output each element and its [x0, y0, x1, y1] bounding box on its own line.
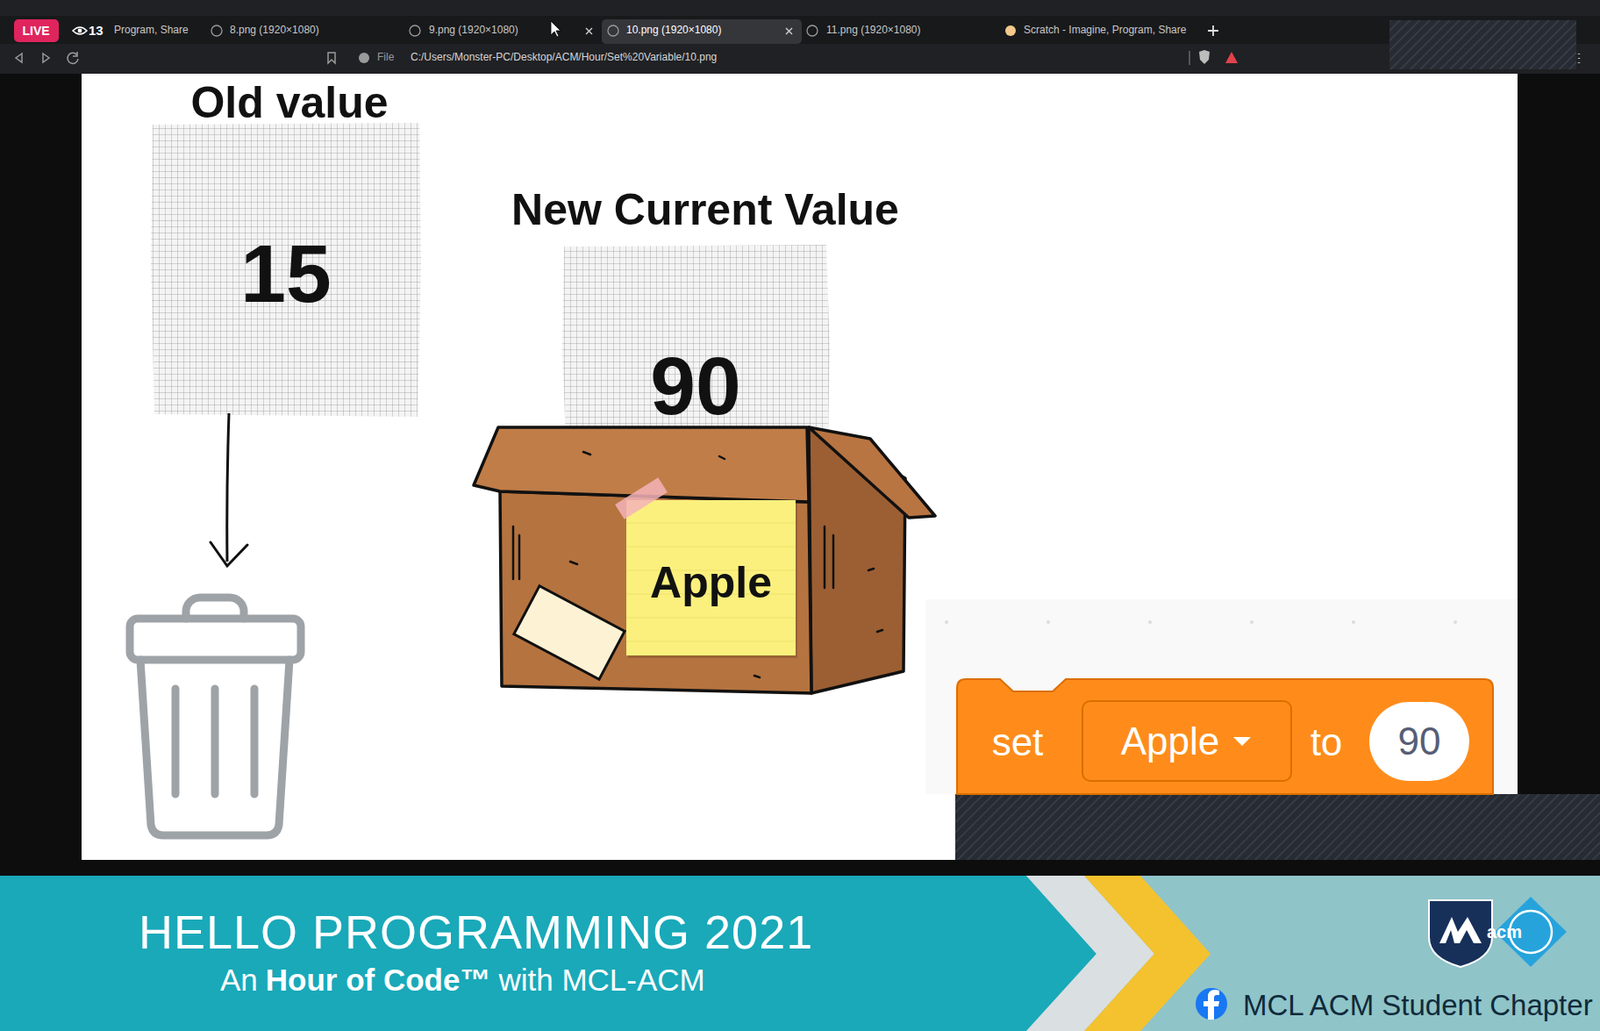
mcl-shield-logo	[1428, 900, 1493, 967]
new-value-paper: New Current Value90	[456, 175, 957, 430]
trash-can	[129, 597, 301, 836]
dropdown-caret	[1231, 735, 1253, 748]
url-scheme: File	[377, 51, 394, 65]
slide	[81, 73, 1518, 860]
block-keyword: set	[969, 720, 1066, 765]
new-tab-plus	[1207, 25, 1219, 36]
scratch-tab-icon	[1005, 25, 1016, 36]
facebook-icon	[1195, 987, 1228, 1020]
subtitle-text: with MCL-ACM	[498, 962, 705, 998]
set-variable-block: set to Apple 90	[957, 678, 1493, 794]
menu-icon	[1578, 53, 1581, 64]
tab-title: Scratch - Imagine, Program, Share	[1023, 24, 1186, 37]
reward-icon	[1225, 51, 1238, 64]
subtitle-emphasis: Hour of Code™	[265, 962, 492, 998]
value-number: 15	[131, 227, 441, 322]
viewer-count: 13	[88, 22, 104, 38]
dropdown-value: Apple	[1121, 719, 1221, 764]
tab-strip	[0, 15, 1600, 44]
box-label	[514, 585, 625, 679]
hatch-overlay	[955, 793, 1600, 860]
url-path: C:/Users/Monster-PC/Desktop/ACM/Hour/Set…	[410, 51, 717, 65]
divider	[1189, 50, 1191, 65]
tab-icons	[211, 25, 818, 36]
tape	[626, 500, 628, 501]
mouse-cursor	[550, 21, 561, 37]
subtitle-text: An	[220, 962, 258, 998]
scratch-workspace	[925, 599, 1518, 794]
live-text: LIVE	[14, 23, 59, 38]
cardboard-box	[473, 427, 936, 693]
variable-dropdown: Apple	[1081, 700, 1293, 782]
tab-title: 9.png (1920×1080)	[428, 24, 519, 37]
block-keyword: to	[1295, 720, 1358, 765]
brave-icon	[1199, 50, 1210, 65]
heading: New Current Value	[456, 185, 955, 236]
chapter-name: MCL ACM Student Chapter	[1242, 988, 1593, 1022]
old-value-paper: Old value 15	[131, 63, 448, 419]
heading: Old value	[131, 78, 448, 129]
sticky-note: Apple	[626, 500, 796, 656]
banner-band	[0, 875, 1097, 1031]
browser-bar	[0, 0, 1600, 74]
live-badge	[14, 19, 59, 43]
info-icon	[358, 52, 370, 64]
tab-title: Program, Share	[114, 24, 189, 37]
banner	[0, 875, 1600, 1031]
discard-arrow	[227, 413, 229, 562]
eye-icon	[72, 27, 87, 35]
variable-name: Apple	[626, 557, 796, 609]
workspace-dots	[944, 620, 1458, 624]
active-tab	[601, 19, 802, 44]
logo-text: acm	[1478, 921, 1531, 943]
arrow-head	[210, 542, 248, 566]
hatch-overlay	[1389, 20, 1577, 70]
tab-title: 10.png (1920×1080)	[626, 24, 722, 37]
value-input: 90	[1369, 701, 1470, 781]
nav-icons	[15, 51, 336, 64]
chevron	[1084, 875, 1211, 1031]
tab-title: 11.png (1920×1080)	[826, 24, 922, 37]
banner-title: HELLO PROGRAMMING 2021	[138, 904, 814, 959]
value-number: 90	[456, 339, 936, 434]
banner-subtitle: AnHour of Code™with MCL-ACM	[220, 962, 706, 998]
tab-title: 8.png (1920×1080)	[229, 24, 320, 37]
input-value: 90	[1398, 719, 1442, 764]
